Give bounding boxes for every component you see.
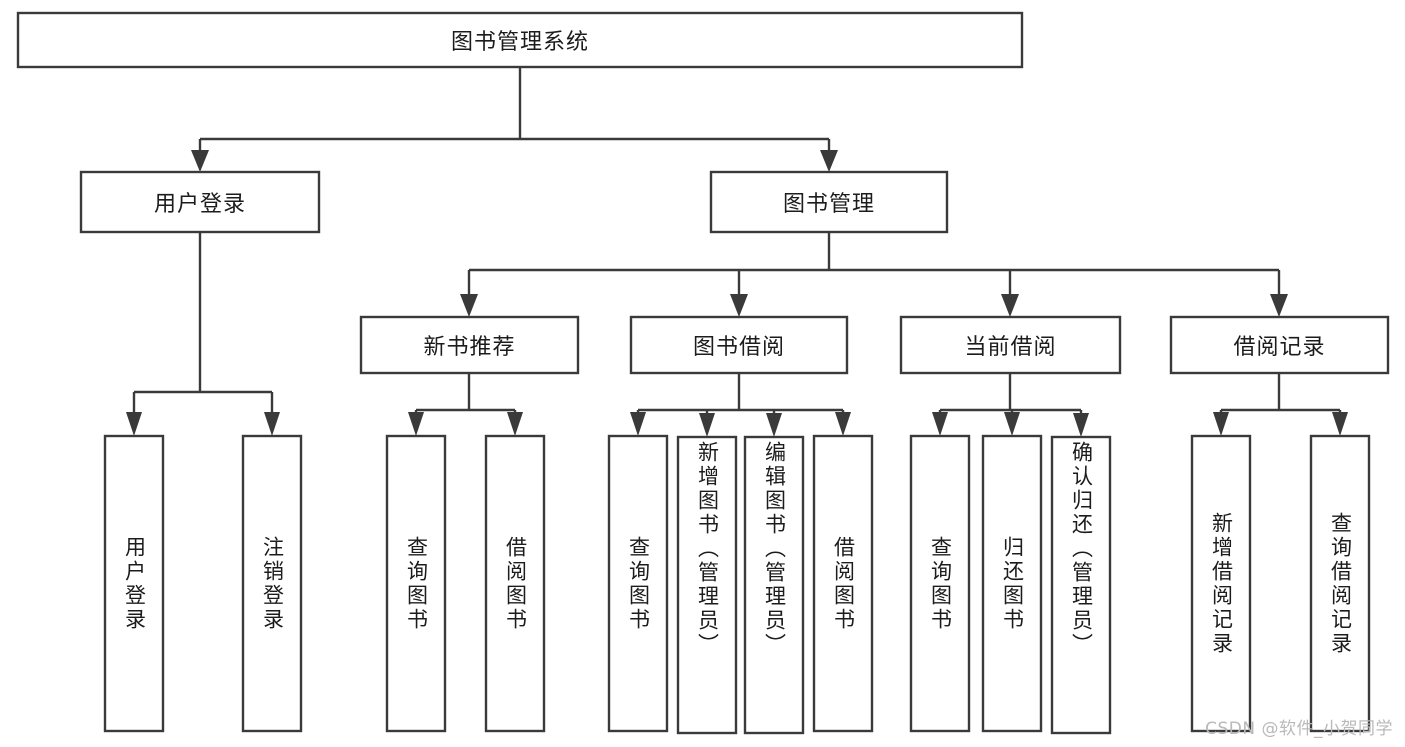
arrowhead-leaf-confirm-return bbox=[1073, 413, 1089, 437]
node-box-leaf-query-book-1[interactable] bbox=[385, 434, 447, 733]
arrowhead-leaf-query-record bbox=[1332, 412, 1348, 436]
node-box-book-manage[interactable] bbox=[709, 170, 949, 234]
node-box-leaf-user-login[interactable] bbox=[103, 434, 165, 733]
connector-group-book-borrow bbox=[630, 373, 851, 437]
node-box-leaf-borrow-book-2[interactable] bbox=[812, 434, 874, 733]
arrowhead-new-book-recommend bbox=[460, 294, 478, 317]
node-box-leaf-return-book[interactable] bbox=[981, 434, 1043, 733]
node-box-root[interactable] bbox=[16, 11, 1024, 69]
node-box-borrow-record[interactable] bbox=[1169, 315, 1390, 375]
connector-group-user-login bbox=[126, 232, 280, 436]
arrowhead-leaf-user-login bbox=[126, 412, 142, 436]
node-box-leaf-add-book[interactable] bbox=[676, 435, 738, 735]
node-box-user-login[interactable] bbox=[79, 170, 321, 234]
arrowhead-leaf-borrow-book-1 bbox=[507, 412, 523, 436]
arrowhead-borrow-record bbox=[1270, 294, 1288, 317]
arrowhead-book-manage bbox=[820, 150, 838, 172]
arrowhead-leaf-add-record bbox=[1213, 412, 1229, 436]
arrowhead-leaf-borrow-book-2 bbox=[835, 412, 851, 436]
node-box-leaf-edit-book[interactable] bbox=[743, 435, 805, 735]
connector-group-current-borrow bbox=[932, 373, 1089, 437]
node-box-current-borrow[interactable] bbox=[899, 315, 1122, 375]
node-box-leaf-user-logout[interactable] bbox=[241, 434, 303, 733]
node-box-leaf-query-book-3[interactable] bbox=[909, 434, 971, 733]
node-box-leaf-add-record[interactable] bbox=[1190, 434, 1252, 733]
connector-group-book-manage bbox=[460, 232, 1288, 317]
arrowhead-leaf-add-book bbox=[699, 413, 715, 437]
node-box-leaf-query-book-2[interactable] bbox=[607, 434, 669, 733]
arrowhead-leaf-query-book-2 bbox=[630, 412, 646, 436]
node-box-new-book-recommend[interactable] bbox=[359, 315, 580, 375]
arrowhead-leaf-query-book-1 bbox=[408, 412, 424, 436]
node-box-leaf-borrow-book-1[interactable] bbox=[484, 434, 546, 733]
arrowhead-book-borrow bbox=[730, 294, 748, 317]
arrowhead-current-borrow bbox=[1001, 294, 1019, 317]
connector-group-root bbox=[191, 67, 838, 172]
arrowhead-leaf-return-book bbox=[1004, 412, 1020, 436]
node-box-book-borrow[interactable] bbox=[629, 315, 849, 375]
node-box-leaf-query-record[interactable] bbox=[1309, 434, 1371, 733]
node-box-leaf-confirm-return[interactable] bbox=[1050, 435, 1112, 735]
arrowhead-leaf-edit-book bbox=[766, 413, 782, 437]
connector-group-new-book-recommend bbox=[408, 373, 523, 436]
connector-group-borrow-record bbox=[1213, 373, 1348, 436]
arrowhead-leaf-user-logout bbox=[264, 412, 280, 436]
arrowhead-leaf-query-book-3 bbox=[932, 412, 948, 436]
arrowhead-user-login bbox=[191, 150, 209, 172]
